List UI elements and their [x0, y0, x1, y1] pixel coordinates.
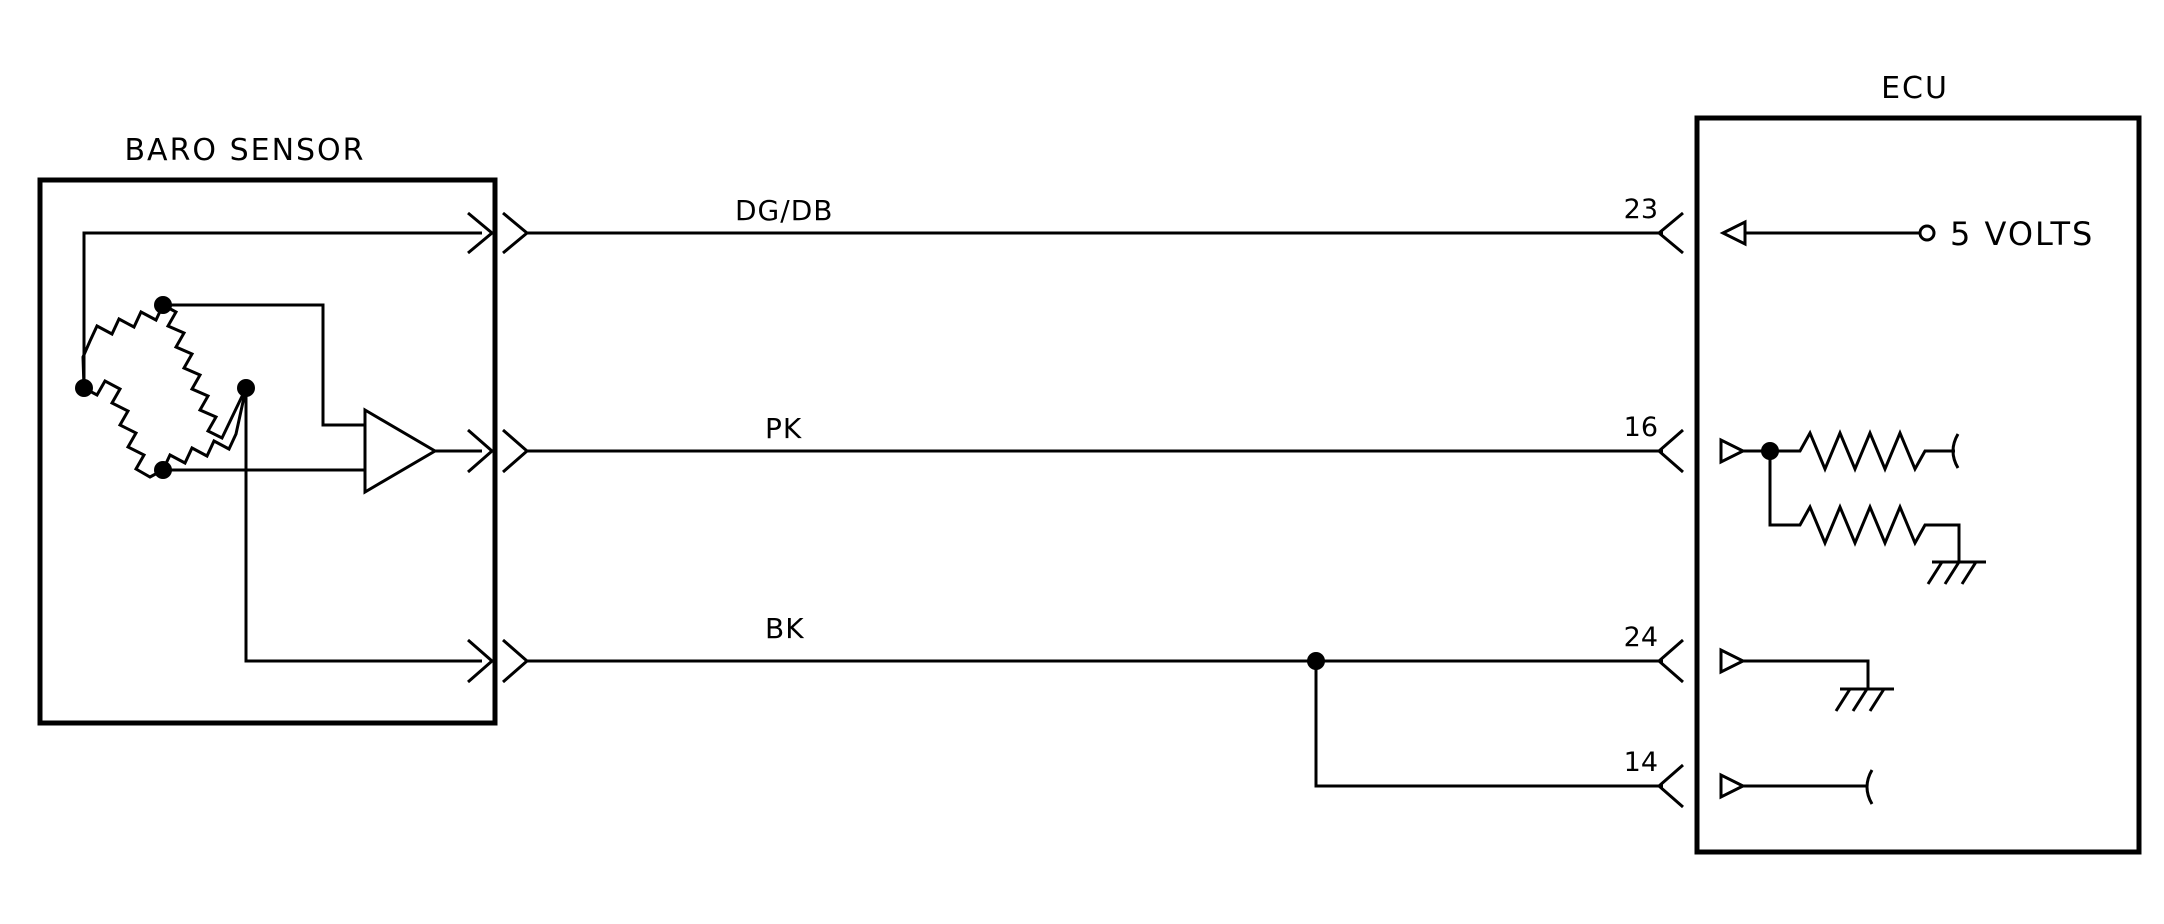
- splice-dot: [1307, 652, 1325, 670]
- resistor-icon: [1770, 429, 1955, 473]
- ecu-box: [1694, 115, 2142, 855]
- terminal-circle-icon: [1918, 224, 1936, 242]
- ground-circuit: [1719, 647, 1894, 712]
- wire-bk-branch-14: [1314, 661, 1663, 788]
- ecu: ECU 23 16 24 14 5 VOLTS: [1624, 71, 2142, 855]
- ground-icon: [1834, 687, 1894, 712]
- resistor-icon: [1768, 451, 1961, 562]
- pin-14: 14: [1624, 747, 1658, 778]
- ground-icon: [1926, 560, 1986, 585]
- supply-label: 5 VOLTS: [1950, 215, 2094, 253]
- wire-label-dg-db: DG/DB: [735, 194, 833, 227]
- sensor-internal-wiring: [82, 231, 482, 663]
- continuation-icon: [1865, 769, 1874, 805]
- continuation-icon: [1951, 433, 1960, 469]
- pin-24: 24: [1624, 622, 1658, 653]
- harness-wires: DG/DB PK BK: [527, 194, 1663, 788]
- baro-sensor: BARO SENSOR: [37, 133, 530, 726]
- signal-input-circuit: [1719, 429, 1986, 585]
- amplifier-icon: [363, 407, 482, 495]
- pin-16: 16: [1624, 412, 1658, 443]
- ecu-connector-chevrons: [1656, 211, 1684, 809]
- wire-label-pk: PK: [765, 412, 802, 445]
- pin-23: 23: [1624, 194, 1658, 225]
- sensor-box: [37, 177, 498, 726]
- supply-5v-circuit: 5 VOLTS: [1719, 215, 2094, 253]
- wheatstone-bridge: [75, 296, 255, 479]
- wire-label-bk: BK: [765, 612, 805, 645]
- ecu-title: ECU: [1881, 71, 1949, 106]
- return-circuit: [1719, 769, 1874, 805]
- sensor-title: BARO SENSOR: [124, 133, 365, 168]
